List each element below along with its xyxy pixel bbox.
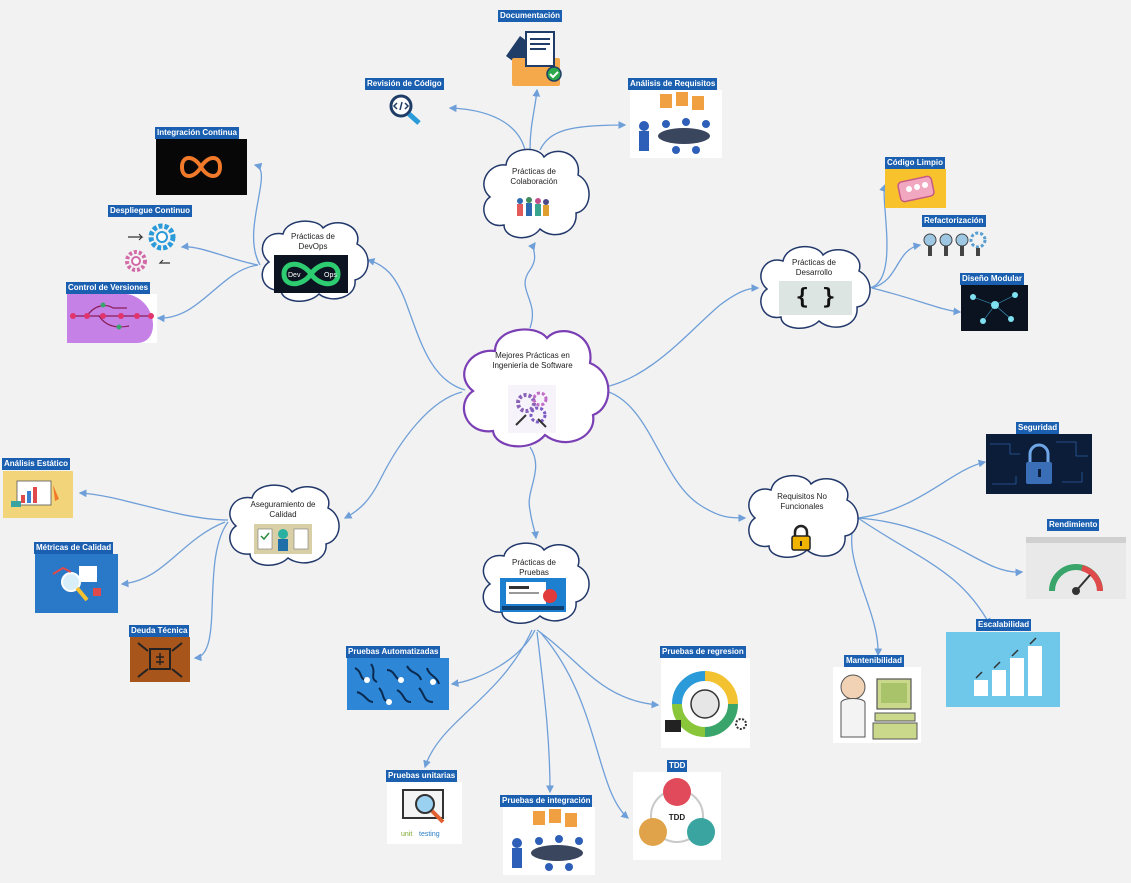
team-collaboration-image [512,195,552,221]
leaf-analisis-estatico[interactable]: Análisis Estático [2,458,78,520]
leaf-seguridad[interactable]: Seguridad [985,422,1095,496]
unit-testing-image: unit testing [387,782,462,844]
leaf-escalabilidad[interactable]: Escalabilidad [945,619,1063,709]
team-meeting-image [630,90,722,158]
leaf-rendimiento-label: Rendimiento [1047,519,1100,531]
leaf-pruebas-regresion[interactable]: Pruebas de regresion [660,646,754,750]
unit-text: unit [401,831,412,838]
leaf-refactorizacion-label: Refactorización [922,215,986,227]
leaf-pruebas-integracion-label: Pruebas de integración [500,795,593,807]
leaf-control-versiones[interactable]: Control de Versiones [66,282,161,344]
leaf-codigo-limpio-label: Código Limpio [885,157,945,169]
tdd-cycle-image: TDD [633,772,721,860]
leaf-despliegue-continuo-label: Despliegue Continuo [108,205,192,217]
lock-icon [787,524,815,552]
leaf-seguridad-label: Seguridad [1016,422,1060,434]
technical-debt-image [130,637,190,682]
branch-colaboracion-node[interactable]: Prácticas de Colaboración [478,145,590,240]
leaf-pruebas-regresion-label: Pruebas de regresion [660,646,746,658]
leaf-deuda-tecnica-label: Deuda Técnica [129,625,190,637]
folder-document-icon [500,26,566,88]
leaf-mantenibilidad-label: Mantenibilidad [844,655,904,667]
branch-colaboracion-title: Prácticas de Colaboración [510,167,558,186]
leaf-pruebas-automatizadas-label: Pruebas Automatizadas [346,646,441,658]
cloud-shape [483,148,590,239]
central-topic-node[interactable]: Mejores Prácticas en Ingeniería de Softw… [455,323,610,448]
leaf-tdd[interactable]: TDD TDD [632,760,724,864]
cloud-shape [748,475,859,558]
devops-dev-text: Dev [288,272,301,279]
static-analysis-image [3,471,73,518]
leaf-metricas-calidad-label: Métricas de Calidad [34,542,114,554]
leaf-pruebas-integracion[interactable]: Pruebas de integración [500,795,600,877]
scalability-stairs-image [946,632,1060,707]
leaf-analisis-requisitos[interactable]: Análisis de Requisitos [628,78,724,160]
branch-pruebas-node[interactable]: Prácticas de Pruebas [478,540,590,625]
branch-no-funcionales-node[interactable]: Requisitos No Funcionales [743,472,861,560]
gears-cycle-icon [122,219,184,275]
branch-desarrollo-title: Prácticas de Desarrollo [791,258,837,277]
leaf-despliegue-continuo[interactable]: Despliegue Continuo [108,205,203,275]
leaf-diseno-modular-label: Diseño Modular [960,273,1025,285]
braces-text: { } [795,285,836,310]
automated-tests-image [347,658,449,710]
code-braces-image: { } [779,281,852,315]
devops-ops-text: Ops [324,272,337,279]
regression-cycle-image [661,658,750,748]
branch-devops-node[interactable]: Prácticas de DevOps Dev Ops [257,218,369,303]
leaf-mantenibilidad[interactable]: Mantenibilidad [832,655,924,745]
branch-no-funcionales-title: Requisitos No Funcionales [777,492,827,511]
branch-calidad-title: Aseguramiento de Calidad [250,500,316,519]
central-topic-title: Mejores Prácticas en Ingeniería de Softw… [492,351,573,370]
branch-calidad-node[interactable]: Aseguramiento de Calidad [224,482,342,567]
leaf-tdd-label: TDD [667,760,688,772]
old-man-computer-image [833,667,921,743]
leaf-integracion-continua-label: Integración Continua [155,127,239,139]
leaf-analisis-estatico-label: Análisis Estático [2,458,71,470]
leaf-refactorizacion[interactable]: Refactorización [922,215,992,265]
testing-text: testing [419,831,440,838]
leaf-rendimiento[interactable]: Rendimiento [1025,519,1129,601]
leaf-pruebas-automatizadas[interactable]: Pruebas Automatizadas [346,646,452,712]
leaf-metricas-calidad[interactable]: Métricas de Calidad [34,542,122,614]
leaf-documentacion-label: Documentación [498,10,563,22]
leaf-diseno-modular[interactable]: Diseño Modular [960,273,1030,333]
leaf-analisis-requisitos-label: Análisis de Requisitos [628,78,718,90]
leaf-pruebas-unitarias-label: Pruebas unitarias [386,770,458,782]
tdd-center-text: TDD [669,813,686,822]
speedometer-image [1026,537,1126,599]
code-review-magnifier-icon [387,92,423,126]
security-lock-image [986,434,1092,494]
integration-meeting-image [503,807,595,875]
leaf-control-versiones-label: Control de Versiones [66,282,151,294]
branch-pruebas-title: Prácticas de Pruebas [511,558,557,577]
leaf-deuda-tecnica[interactable]: Deuda Técnica [129,625,195,683]
quality-assurance-image [254,524,312,554]
branch-desarrollo-node[interactable]: Prácticas de Desarrollo { } [755,243,873,331]
clean-code-image [885,169,946,208]
testing-screen-image [500,578,566,612]
leaf-revision-codigo[interactable]: Revisión de Código [365,78,455,128]
leaf-pruebas-unitarias[interactable]: Pruebas unitarias unit testing [386,770,466,846]
gears-people-image [508,385,556,433]
leaf-integracion-continua[interactable]: Integración Continua [155,127,251,197]
lightbulbs-gears-icon [922,228,988,264]
leaf-codigo-limpio[interactable]: Código Limpio [885,157,951,209]
leaf-escalabilidad-label: Escalabilidad [976,619,1032,631]
quality-metrics-image [35,554,118,613]
infinity-loop-icon [156,139,247,195]
branch-devops-title: Prácticas de DevOps [290,232,336,251]
leaf-revision-codigo-label: Revisión de Código [365,78,444,90]
devops-infinity-image: Dev Ops [274,255,348,293]
leaf-documentacion[interactable]: Documentación [498,10,570,90]
version-branches-image [67,294,157,343]
modular-nodes-image [961,285,1028,331]
